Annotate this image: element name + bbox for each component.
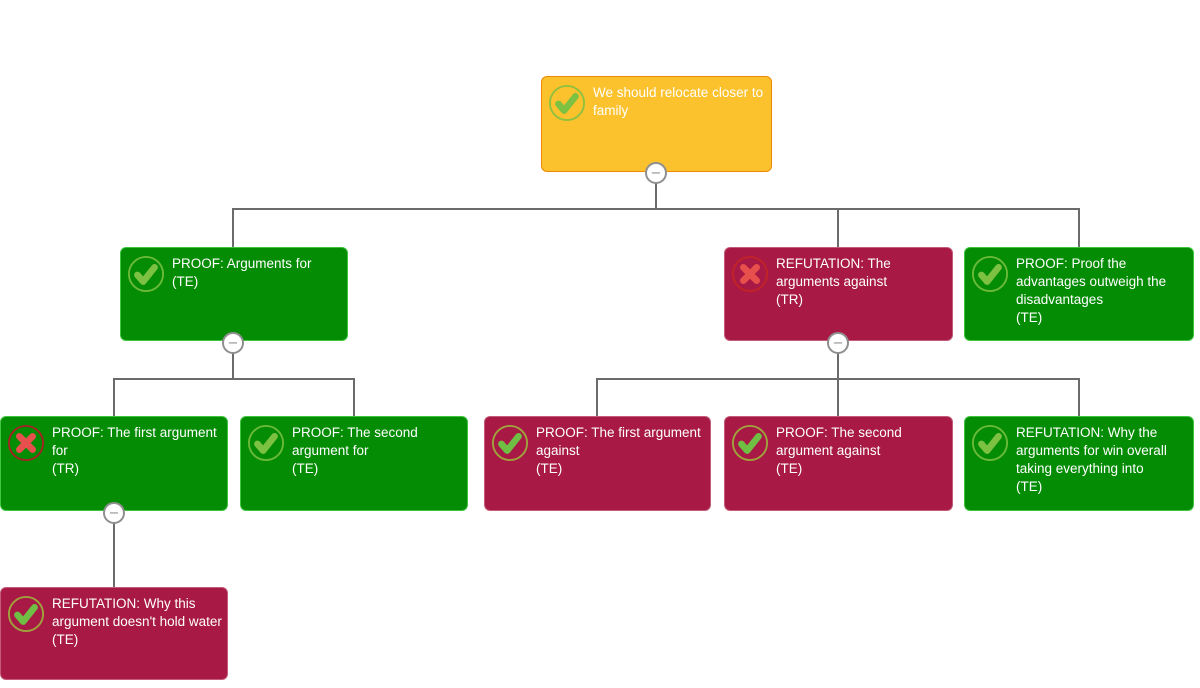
node-title: PROOF: The second argument for	[292, 425, 418, 458]
check-icon	[491, 424, 529, 462]
connector-line	[113, 378, 355, 380]
minus-icon: −	[227, 335, 239, 351]
check-icon	[971, 255, 1009, 293]
connector-line	[113, 522, 115, 587]
node-tag: (TR)	[776, 292, 803, 307]
node-tag: (TR)	[52, 461, 79, 476]
node-text: PROOF: The first argument for (TR)	[52, 424, 223, 478]
node-refutation-arguments-against[interactable]: REFUTATION: The arguments against (TR)	[724, 247, 953, 341]
collapse-toggle[interactable]: −	[827, 332, 849, 354]
node-title: REFUTATION: Why this argument doesn't ho…	[52, 596, 222, 629]
node-text: REFUTATION: Why the arguments for win ov…	[1016, 424, 1189, 496]
node-tag: (TE)	[536, 461, 563, 476]
check-icon	[548, 84, 586, 122]
connector-line	[1078, 378, 1080, 416]
node-proof-second-argument-against[interactable]: PROOF: The second argument against (TE)	[724, 416, 953, 511]
node-text: PROOF: Proof the advantages outweigh the…	[1016, 255, 1189, 327]
node-tag: (TE)	[172, 274, 199, 289]
node-title: PROOF: Arguments for	[172, 256, 312, 271]
check-icon	[731, 424, 769, 462]
collapse-toggle[interactable]: −	[645, 162, 667, 184]
node-proof-second-argument-for[interactable]: PROOF: The second argument for (TE)	[240, 416, 468, 511]
node-text: PROOF: The first argument against (TE)	[536, 424, 706, 478]
collapse-toggle[interactable]: −	[103, 502, 125, 524]
node-text: PROOF: The second argument against (TE)	[776, 424, 948, 478]
check-icon	[7, 595, 45, 633]
cross-icon	[7, 424, 45, 462]
node-title: PROOF: Proof the advantages outweigh the…	[1016, 256, 1167, 307]
node-text: REFUTATION: Why this argument doesn't ho…	[52, 595, 223, 649]
node-proof-arguments-for[interactable]: PROOF: Arguments for (TE)	[120, 247, 348, 341]
node-text: REFUTATION: The arguments against (TR)	[776, 255, 948, 309]
connector-line	[596, 378, 598, 416]
node-text: PROOF: The second argument for (TE)	[292, 424, 463, 478]
node-title: PROOF: The first argument for	[52, 425, 217, 458]
node-tag: (TE)	[52, 632, 79, 647]
check-icon	[127, 255, 165, 293]
check-icon	[971, 424, 1009, 462]
node-title: We should relocate closer to family	[593, 85, 764, 118]
minus-icon: −	[108, 505, 120, 521]
node-title: REFUTATION: The arguments against	[776, 256, 891, 289]
node-tag: (TE)	[1016, 479, 1043, 494]
node-title: REFUTATION: Why the arguments for win ov…	[1016, 425, 1167, 476]
connector-line	[837, 208, 839, 247]
connector-line	[1078, 208, 1080, 247]
node-tag: (TE)	[776, 461, 803, 476]
connector-line	[232, 352, 234, 379]
cross-icon	[731, 255, 769, 293]
connector-line	[113, 378, 115, 416]
connector-line	[837, 378, 839, 416]
minus-icon: −	[832, 335, 844, 351]
connector-line	[655, 183, 657, 209]
node-tag: (TE)	[1016, 310, 1043, 325]
node-tag: (TE)	[292, 461, 319, 476]
node-proof-advantages-outweigh[interactable]: PROOF: Proof the advantages outweigh the…	[964, 247, 1194, 341]
node-title: PROOF: The second argument against	[776, 425, 902, 458]
node-proof-first-argument-against[interactable]: PROOF: The first argument against (TE)	[484, 416, 711, 511]
connector-line	[232, 208, 234, 247]
check-icon	[247, 424, 285, 462]
node-text: PROOF: Arguments for (TE)	[172, 255, 343, 291]
connector-line	[837, 352, 839, 379]
node-refutation-argument-doesnt-hold-water[interactable]: REFUTATION: Why this argument doesn't ho…	[0, 587, 228, 680]
collapse-toggle[interactable]: −	[222, 332, 244, 354]
minus-icon: −	[650, 165, 662, 181]
connector-line	[353, 378, 355, 416]
node-text: We should relocate closer to family	[593, 84, 767, 120]
node-refutation-arguments-for-win[interactable]: REFUTATION: Why the arguments for win ov…	[964, 416, 1194, 511]
node-topic-relocate[interactable]: We should relocate closer to family	[541, 76, 772, 172]
node-title: PROOF: The first argument against	[536, 425, 701, 458]
connector-line	[232, 208, 1080, 210]
node-proof-first-argument-for[interactable]: PROOF: The first argument for (TR)	[0, 416, 228, 511]
